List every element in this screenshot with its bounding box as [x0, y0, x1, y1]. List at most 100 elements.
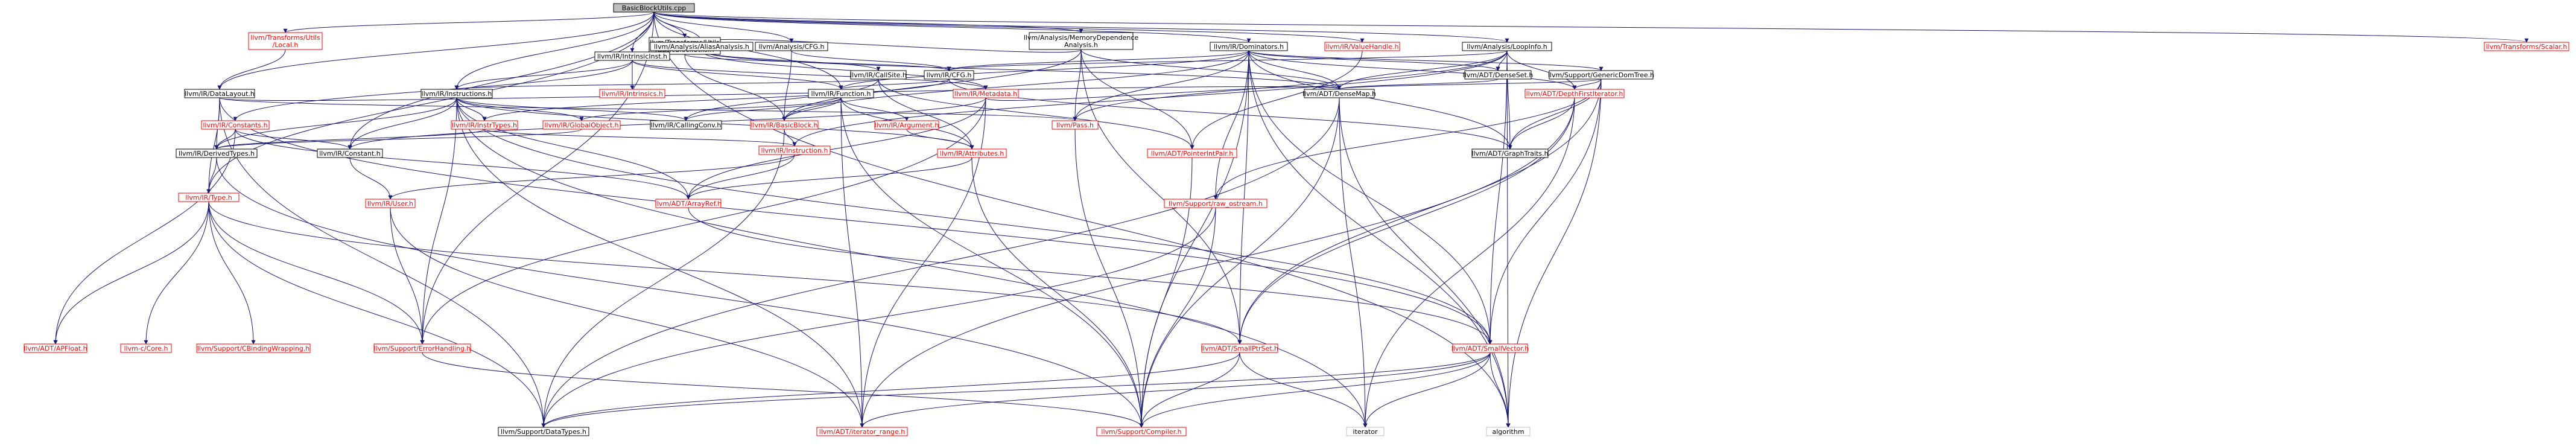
- node-ir_type[interactable]: llvm/IR/Type.h: [178, 193, 240, 202]
- node-ir_constant[interactable]: llvm/IR/Constant.h: [317, 148, 383, 158]
- node-ir_intrinsics[interactable]: llvm/IR/Intrinsics.h: [599, 89, 665, 98]
- node-label-analysis_alias: llvm/Analysis/AliasAnalysis.h: [654, 43, 749, 51]
- node-label-analysis_cfg: llvm/Analysis/CFG.h: [758, 43, 824, 51]
- node-box-adt_pointerintpair: [1147, 148, 1237, 158]
- edge-ir_type-to-adt_smallptrset: [208, 201, 1242, 345]
- node-adt_iterator_range[interactable]: llvm/ADT/iterator_range.h: [816, 427, 908, 436]
- node-adt_graphtraits[interactable]: llvm/ADT/GraphTraits.h: [1471, 148, 1549, 158]
- node-ir_valuehandle[interactable]: llvm/IR/ValueHandle.h: [1324, 42, 1400, 51]
- node-ir_user[interactable]: llvm/IR/User.h: [365, 199, 416, 208]
- nodes-layer: BasicBlockUtils.cppllvm/Transforms/Utils…: [24, 3, 2569, 436]
- node-adt_smallvector[interactable]: llvm/ADT/SmallVector.h: [1451, 343, 1529, 353]
- edge-ir_instruction-to-adt_arrayref: [686, 154, 795, 200]
- node-ir_instrtypes[interactable]: llvm/IR/InstrTypes.h: [451, 120, 518, 130]
- node-support_errorhandling[interactable]: llvm/Support/ErrorHandling.h: [373, 343, 471, 353]
- node-label-support_errorhandling: llvm/Support/ErrorHandling.h: [374, 345, 471, 352]
- edge-analysis_cfg-to-ir_cfg: [791, 50, 951, 71]
- node-ir_basicblock[interactable]: llvm/IR/BasicBlock.h: [750, 120, 819, 130]
- node-label-ir_argument: llvm/IR/Argument.h: [875, 121, 939, 129]
- node-ir_function[interactable]: llvm/IR/Function.h: [808, 89, 874, 98]
- edge-ir_dominators-to-ir_cfg: [947, 50, 1249, 71]
- edge-ir_instrtypes-to-ir_derivedtypes: [214, 129, 485, 150]
- node-support_genericdomtree[interactable]: llvm/Support/GenericDomTree.h: [1548, 70, 1654, 80]
- edge-ir_intrinsicinst-to-ir_instructions: [454, 60, 633, 90]
- edge-ir_instructions-to-support_errorhandling: [420, 97, 457, 345]
- node-box-analysis_loopinfo: [1462, 42, 1552, 51]
- edge-adt_denseset-to-adt_densemap: [1337, 78, 1499, 90]
- edge-ir_instructions-to-adt_smallvector: [456, 97, 1493, 345]
- node-ir_intrinsicinst[interactable]: llvm/IR/IntrinsicInst.h: [594, 51, 670, 61]
- node-transforms_scalar[interactable]: llvm/Transforms/Scalar.h: [2484, 42, 2569, 51]
- node-label-adt_densemap: llvm/ADT/DenseMap.h: [1302, 90, 1376, 98]
- edge-ir_derivedtypes-to-ir_type: [206, 157, 217, 194]
- edge-root-to-analysis_memdep: [653, 11, 1083, 33]
- edge-analysis_memdep-to-adt_densemap: [1080, 49, 1342, 90]
- edge-root-to-ir_datalayout: [217, 11, 655, 90]
- node-box-ir_valuehandle: [1324, 42, 1400, 51]
- node-analysis_alias[interactable]: llvm/Analysis/AliasAnalysis.h: [650, 42, 753, 51]
- node-ir_instruction[interactable]: llvm/IR/Instruction.h: [758, 145, 831, 155]
- node-ir_cfg[interactable]: llvm/IR/CFG.h: [924, 70, 974, 80]
- edge-ir_dominators-to-support_raw_ostream: [1213, 50, 1249, 200]
- node-ir_attributes[interactable]: llvm/IR/Attributes.h: [937, 148, 1007, 158]
- node-pass[interactable]: llvm/Pass.h: [1052, 120, 1099, 130]
- edge-analysis_alias-to-adt_densemap: [701, 50, 1342, 90]
- edge-ir_constant-to-ir_user: [349, 157, 393, 200]
- edge-support_errorhandling-to-support_compiler: [422, 352, 1144, 428]
- node-adt_densemap[interactable]: llvm/ADT/DenseMap.h: [1302, 89, 1376, 98]
- node-box-ir_intrinsics: [599, 89, 665, 98]
- edge-support_genericdomtree-to-support_raw_ostream: [1213, 78, 1602, 200]
- node-label-ir_constants: llvm/IR/Constants.h: [203, 121, 267, 129]
- edge-analysis_loopinfo-to-adt_smallvector: [1488, 50, 1508, 345]
- node-ir_datalayout[interactable]: llvm/IR/DataLayout.h: [184, 89, 255, 98]
- node-adt_pointerintpair[interactable]: llvm/ADT/PointerIntPair.h: [1147, 148, 1237, 158]
- edge-ir_metadata-to-adt_iterator_range: [860, 97, 986, 428]
- node-label-adt_smallvector: llvm/ADT/SmallVector.h: [1451, 345, 1529, 352]
- node-adt_denseset[interactable]: llvm/ADT/DenseSet.h: [1463, 70, 1534, 80]
- node-adt_arrayref[interactable]: llvm/ADT/ArrayRef.h: [655, 199, 722, 208]
- node-adt_smallptrset[interactable]: llvm/ADT/SmallPtrSet.h: [1201, 343, 1278, 353]
- edge-ir_datalayout-to-adt_densemap: [219, 85, 1341, 101]
- node-box-ir_cfg: [924, 70, 974, 80]
- node-label-ir_function: llvm/IR/Function.h: [811, 90, 871, 98]
- node-ir_instructions[interactable]: llvm/IR/Instructions.h: [420, 89, 493, 98]
- node-adt_depthfirstiterator[interactable]: llvm/ADT/DepthFirstIterator.h: [1524, 89, 1625, 98]
- node-llvm_c_core[interactable]: llvm-c/Core.h: [120, 343, 172, 353]
- edge-root-to-transforms_utils_local: [283, 11, 655, 33]
- edge-adt_densemap-to-algorithm: [1339, 97, 1511, 428]
- edge-adt_depthfirstiterator-to-adt_smallptrset: [1237, 97, 1575, 345]
- edge-root-to-ir_dominators: [653, 11, 1251, 43]
- node-box-adt_smallvector: [1452, 343, 1528, 353]
- node-support_datatypes[interactable]: llvm/Support/DataTypes.h: [498, 427, 589, 436]
- edge-ir_datalayout-to-ir_type: [206, 97, 220, 194]
- edge-ir_user-to-support_errorhandling: [390, 207, 425, 345]
- edge-adt_depthfirstiterator-to-adt_graphtraits: [1508, 97, 1575, 150]
- node-ir_callingconv[interactable]: llvm/IR/CallingConv.h: [650, 120, 722, 130]
- edge-ir_basicblock-to-ir_instruction: [784, 129, 797, 147]
- node-support_compiler[interactable]: llvm/Support/Compiler.h: [1096, 427, 1187, 436]
- edge-adt_smallvector-to-support_compiler: [1139, 352, 1491, 428]
- node-analysis_loopinfo[interactable]: llvm/Analysis/LoopInfo.h: [1462, 42, 1552, 51]
- edge-ir_instrtypes-to-ir_instruction: [484, 129, 797, 147]
- edge-ir_type-to-support_errorhandling: [208, 201, 425, 345]
- node-ir_callsite[interactable]: llvm/IR/CallSite.h: [850, 70, 907, 80]
- node-analysis_cfg[interactable]: llvm/Analysis/CFG.h: [755, 42, 828, 51]
- node-support_raw_ostream[interactable]: llvm/Support/raw_ostream.h: [1164, 199, 1267, 208]
- node-ir_globalobject[interactable]: llvm/IR/GlobalObject.h: [542, 120, 621, 130]
- node-ir_constants[interactable]: llvm/IR/Constants.h: [201, 120, 270, 130]
- node-box-ir_dominators: [1210, 42, 1288, 51]
- edge-ir_instructions-to-adt_arrayref: [456, 97, 691, 200]
- node-transforms_utils_local[interactable]: llvm/Transforms/Utils/Local.h: [248, 32, 323, 50]
- node-box-adt_depthfirstiterator: [1524, 89, 1625, 98]
- node-label-adt_pointerintpair: llvm/ADT/PointerIntPair.h: [1151, 150, 1234, 158]
- node-support_cbindingwrapping[interactable]: llvm/Support/CBindingWrapping.h: [196, 343, 311, 353]
- node-box-analysis_cfg: [755, 42, 828, 51]
- node-ir_dominators[interactable]: llvm/IR/Dominators.h: [1210, 42, 1288, 51]
- node-adt_apfloat[interactable]: llvm/ADT/APFloat.h: [24, 343, 87, 353]
- node-ir_argument[interactable]: llvm/IR/Argument.h: [874, 120, 939, 130]
- edge-analysis_memdep-to-pass: [1073, 49, 1082, 121]
- node-ir_metadata[interactable]: llvm/IR/Metadata.h: [953, 89, 1019, 98]
- node-box-ir_metadata: [953, 89, 1019, 98]
- node-ir_derivedtypes[interactable]: llvm/IR/DerivedTypes.h: [176, 148, 258, 158]
